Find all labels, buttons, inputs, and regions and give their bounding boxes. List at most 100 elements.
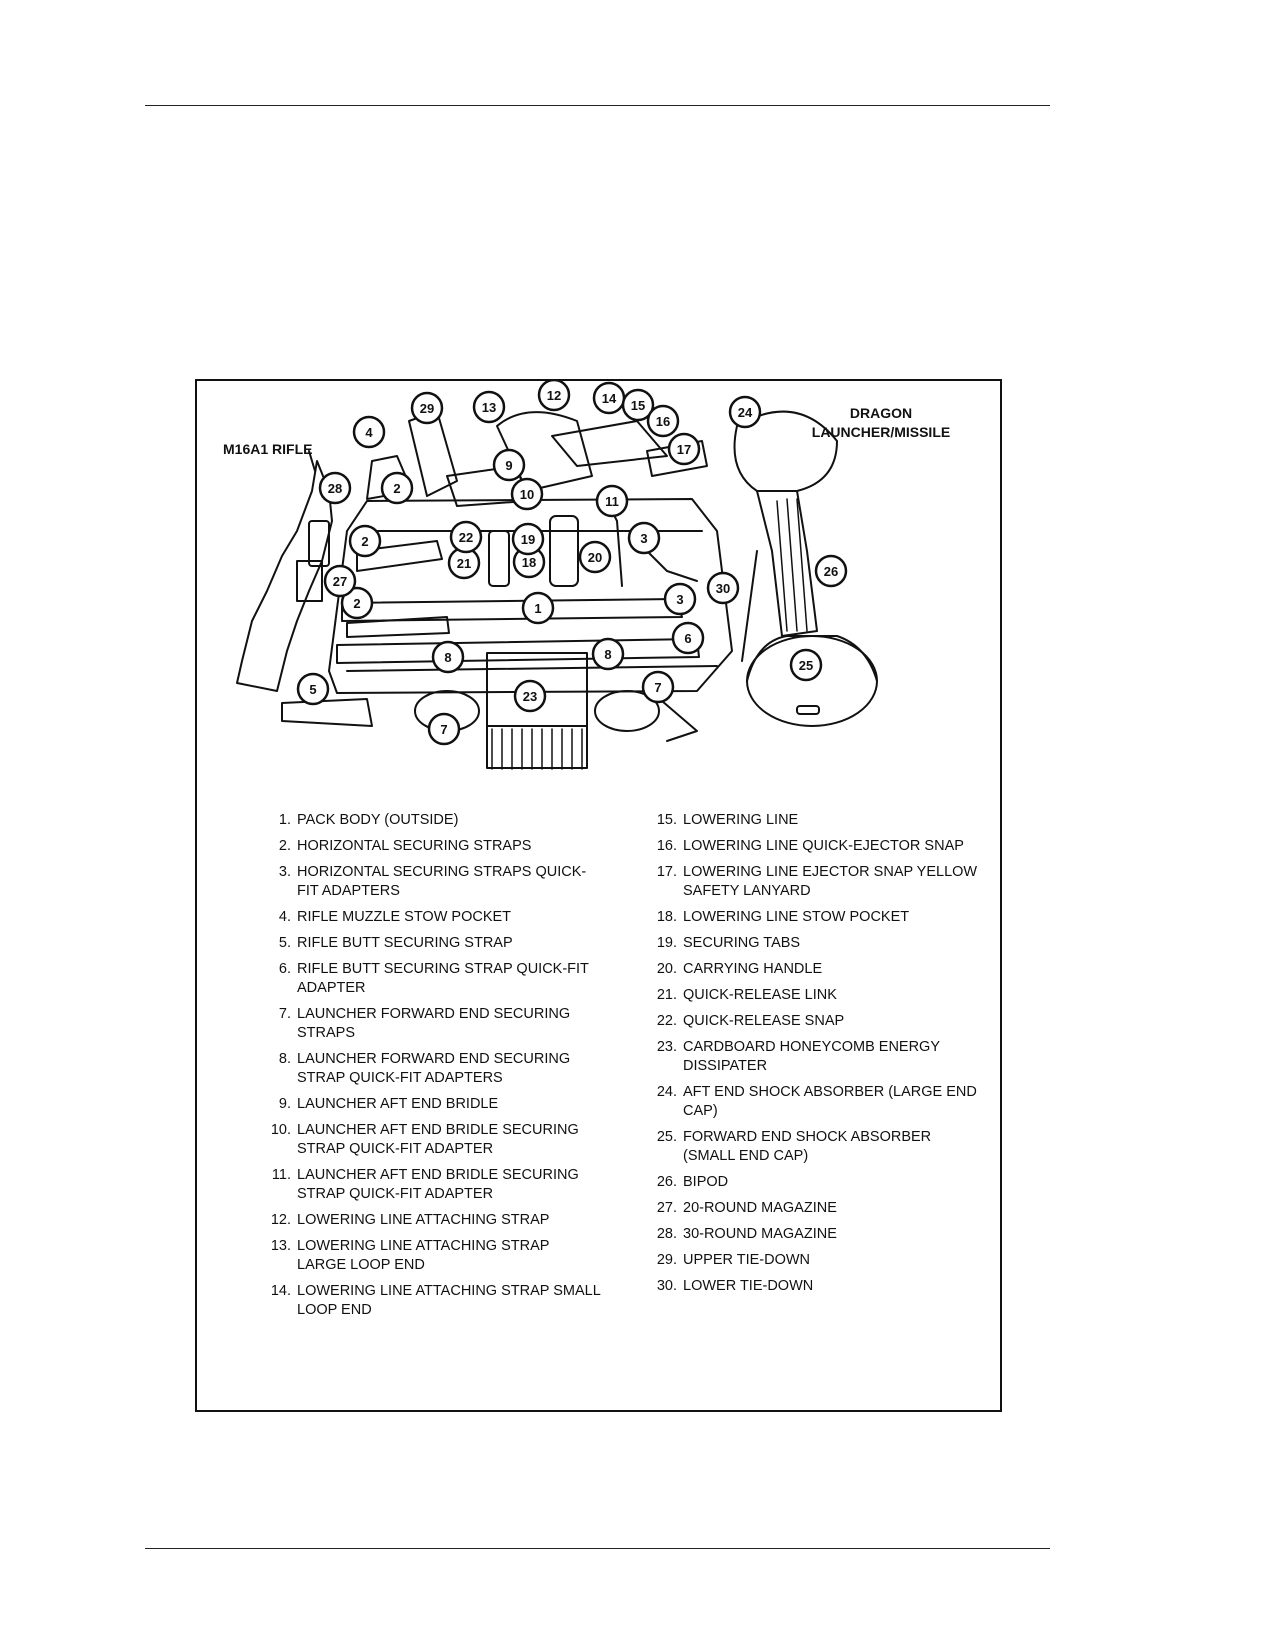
legend-item-number: 26.	[656, 1174, 677, 1190]
callout-bubble: 1	[521, 591, 555, 625]
legend-item-text: SECURING TABS	[683, 935, 801, 951]
callout-number: 2	[361, 534, 368, 549]
legend-item-number: 27.	[656, 1200, 677, 1216]
legend-item-text: PACK BODY (OUTSIDE)	[297, 812, 459, 828]
callout-bubble: 28	[318, 471, 352, 505]
legend-item-text: FORWARD END SHOCK ABSORBER (SMALL END CA…	[683, 1129, 932, 1164]
legend-item: 7.LAUNCHER FORWARD END SECURING STRAPS	[261, 1005, 601, 1043]
legend-item-text: 30-ROUND MAGAZINE	[683, 1226, 837, 1242]
legend-item: 8.LAUNCHER FORWARD END SECURING STRAP QU…	[261, 1050, 601, 1088]
callout-bubble: 27	[323, 564, 357, 598]
callout-circle	[814, 554, 848, 588]
callout-bubble: 19	[511, 522, 545, 556]
legend-item: 24. AFT END SHOCK ABSORBER (LARGE END CAP…	[647, 1083, 987, 1121]
callout-bubble: 13	[472, 390, 506, 424]
legend-item-text: HORIZONTAL SECURING STRAPS	[297, 838, 532, 854]
legend-item-text: QUICK-RELEASE LINK	[683, 987, 837, 1003]
legend-item: 18.LOWERING LINE STOW POCKET	[647, 908, 987, 927]
legend-item: 20.CARRYING HANDLE	[647, 960, 987, 979]
legend-item: 13.LOWERING LINE ATTACHING STRAP LARGE L…	[261, 1237, 601, 1275]
callout-circle	[627, 521, 661, 555]
callout-circle	[706, 571, 740, 605]
callout-circle	[410, 391, 444, 425]
callout-bubble: 20	[578, 540, 612, 574]
legend-item-text: LOWERING LINE ATTACHING STRAP SMALL LOOP…	[297, 1283, 601, 1318]
callout-bubble: 4	[352, 415, 386, 449]
callout-number: 12	[547, 388, 561, 403]
callout-circle	[380, 471, 414, 505]
callout-bubble: 9	[492, 448, 526, 482]
callout-number: 7	[440, 722, 447, 737]
callout-circle	[537, 381, 571, 412]
legend-item: 30. LOWER TIE-DOWN	[647, 1277, 987, 1296]
launcher-label-line1: DRAGON	[850, 405, 912, 421]
callout-bubble: 25	[789, 648, 823, 682]
legend-item-text: RIFLE BUTT SECURING STRAP	[297, 935, 513, 951]
legend-item-number: 24.	[656, 1084, 677, 1100]
callout-number: 9	[505, 458, 512, 473]
callout-circle	[641, 670, 675, 704]
callout-number: 22	[459, 530, 473, 545]
callout-circle	[789, 648, 823, 682]
legend-item: 4.RIFLE MUZZLE STOW POCKET	[261, 908, 601, 927]
callout-bubble: 7	[641, 670, 675, 704]
legend-item: 21. QUICK-RELEASE LINK	[647, 986, 987, 1005]
legend-item: 23.CARDBOARD HONEYCOMB ENERGY DISSIPATER	[647, 1038, 987, 1076]
legend-item: 5.RIFLE BUTT SECURING STRAP	[261, 934, 601, 953]
callout-bubble: 29	[410, 391, 444, 425]
legend-item-text: LOWERING LINE QUICK-EJECTOR SNAP	[683, 838, 964, 854]
callout-number: 27	[333, 574, 347, 589]
legend-item-text: AFT END SHOCK ABSORBER (LARGE END CAP)	[683, 1084, 977, 1119]
legend-item-text: LOWERING LINE EJECTOR SNAP YELLOW SAFETY…	[683, 864, 978, 899]
legend-item: 9.LAUNCHER AFT END BRIDLE	[261, 1095, 601, 1114]
callout-bubble: 3	[627, 521, 661, 555]
callout-number: 3	[640, 531, 647, 546]
legend-item-number: 20.	[656, 961, 677, 977]
legend-item: 11.LAUNCHER AFT END BRIDLE SECURING STRA…	[261, 1166, 601, 1204]
callout-number: 17	[677, 442, 691, 457]
legend-item-number: 11.	[271, 1167, 291, 1183]
legend-item-number: 22.	[656, 1013, 677, 1029]
legend-item-number: 10.	[270, 1122, 291, 1138]
legend-item-number: 2.	[278, 838, 291, 854]
callout-bubble: 26	[814, 554, 848, 588]
callout-circle	[340, 586, 374, 620]
legend-item-text: LOWERING LINE ATTACHING STRAP	[297, 1212, 550, 1228]
callout-bubble: 6	[671, 621, 705, 655]
legend-item-number: 21.	[656, 987, 677, 1003]
callout-number: 6	[684, 631, 691, 646]
legend-item-number: 30.	[656, 1278, 677, 1294]
callout-bubble: 23	[513, 679, 547, 713]
legend-item-number: 8.	[278, 1051, 291, 1067]
callout-circle	[431, 640, 465, 674]
callout-circle	[663, 582, 697, 616]
callout-circle	[578, 540, 612, 574]
legend-item: 26. BIPOD	[647, 1173, 987, 1192]
callout-number: 21	[457, 556, 471, 571]
callout-number: 4	[365, 425, 373, 440]
legend-item: 28.30-ROUND MAGAZINE	[647, 1225, 987, 1244]
legend-item: 6.RIFLE BUTT SECURING STRAP QUICK-FIT AD…	[261, 960, 601, 998]
legend-item-number: 29.	[656, 1252, 677, 1268]
callout-circle	[511, 522, 545, 556]
callout-circle	[595, 484, 629, 518]
legend-item-number: 14.	[270, 1283, 291, 1299]
callout-number: 3	[676, 592, 683, 607]
callout-number: 11	[605, 494, 619, 509]
legend-item: 2. HORIZONTAL SECURING STRAPS	[261, 837, 601, 856]
legend-item-text: LOWERING LINE ATTACHING STRAP LARGE LOOP…	[297, 1238, 550, 1273]
legend-item-text: LAUNCHER AFT END BRIDLE	[297, 1096, 499, 1112]
legend-item-text: LOWER TIE-DOWN	[683, 1278, 814, 1294]
callout-bubble: 2	[340, 586, 374, 620]
callout-circle	[427, 712, 461, 746]
callout-number: 5	[309, 682, 316, 697]
legend-item: 15.LOWERING LINE	[647, 811, 987, 830]
legend-item-text: BIPOD	[683, 1174, 729, 1190]
callout-bubble: 30	[706, 571, 740, 605]
callout-bubble: 11	[595, 484, 629, 518]
callout-circle	[667, 432, 701, 466]
callout-number: 7	[654, 680, 661, 695]
legend-item-text: HORIZONTAL SECURING STRAPS QUICK-FIT ADA…	[297, 864, 587, 899]
